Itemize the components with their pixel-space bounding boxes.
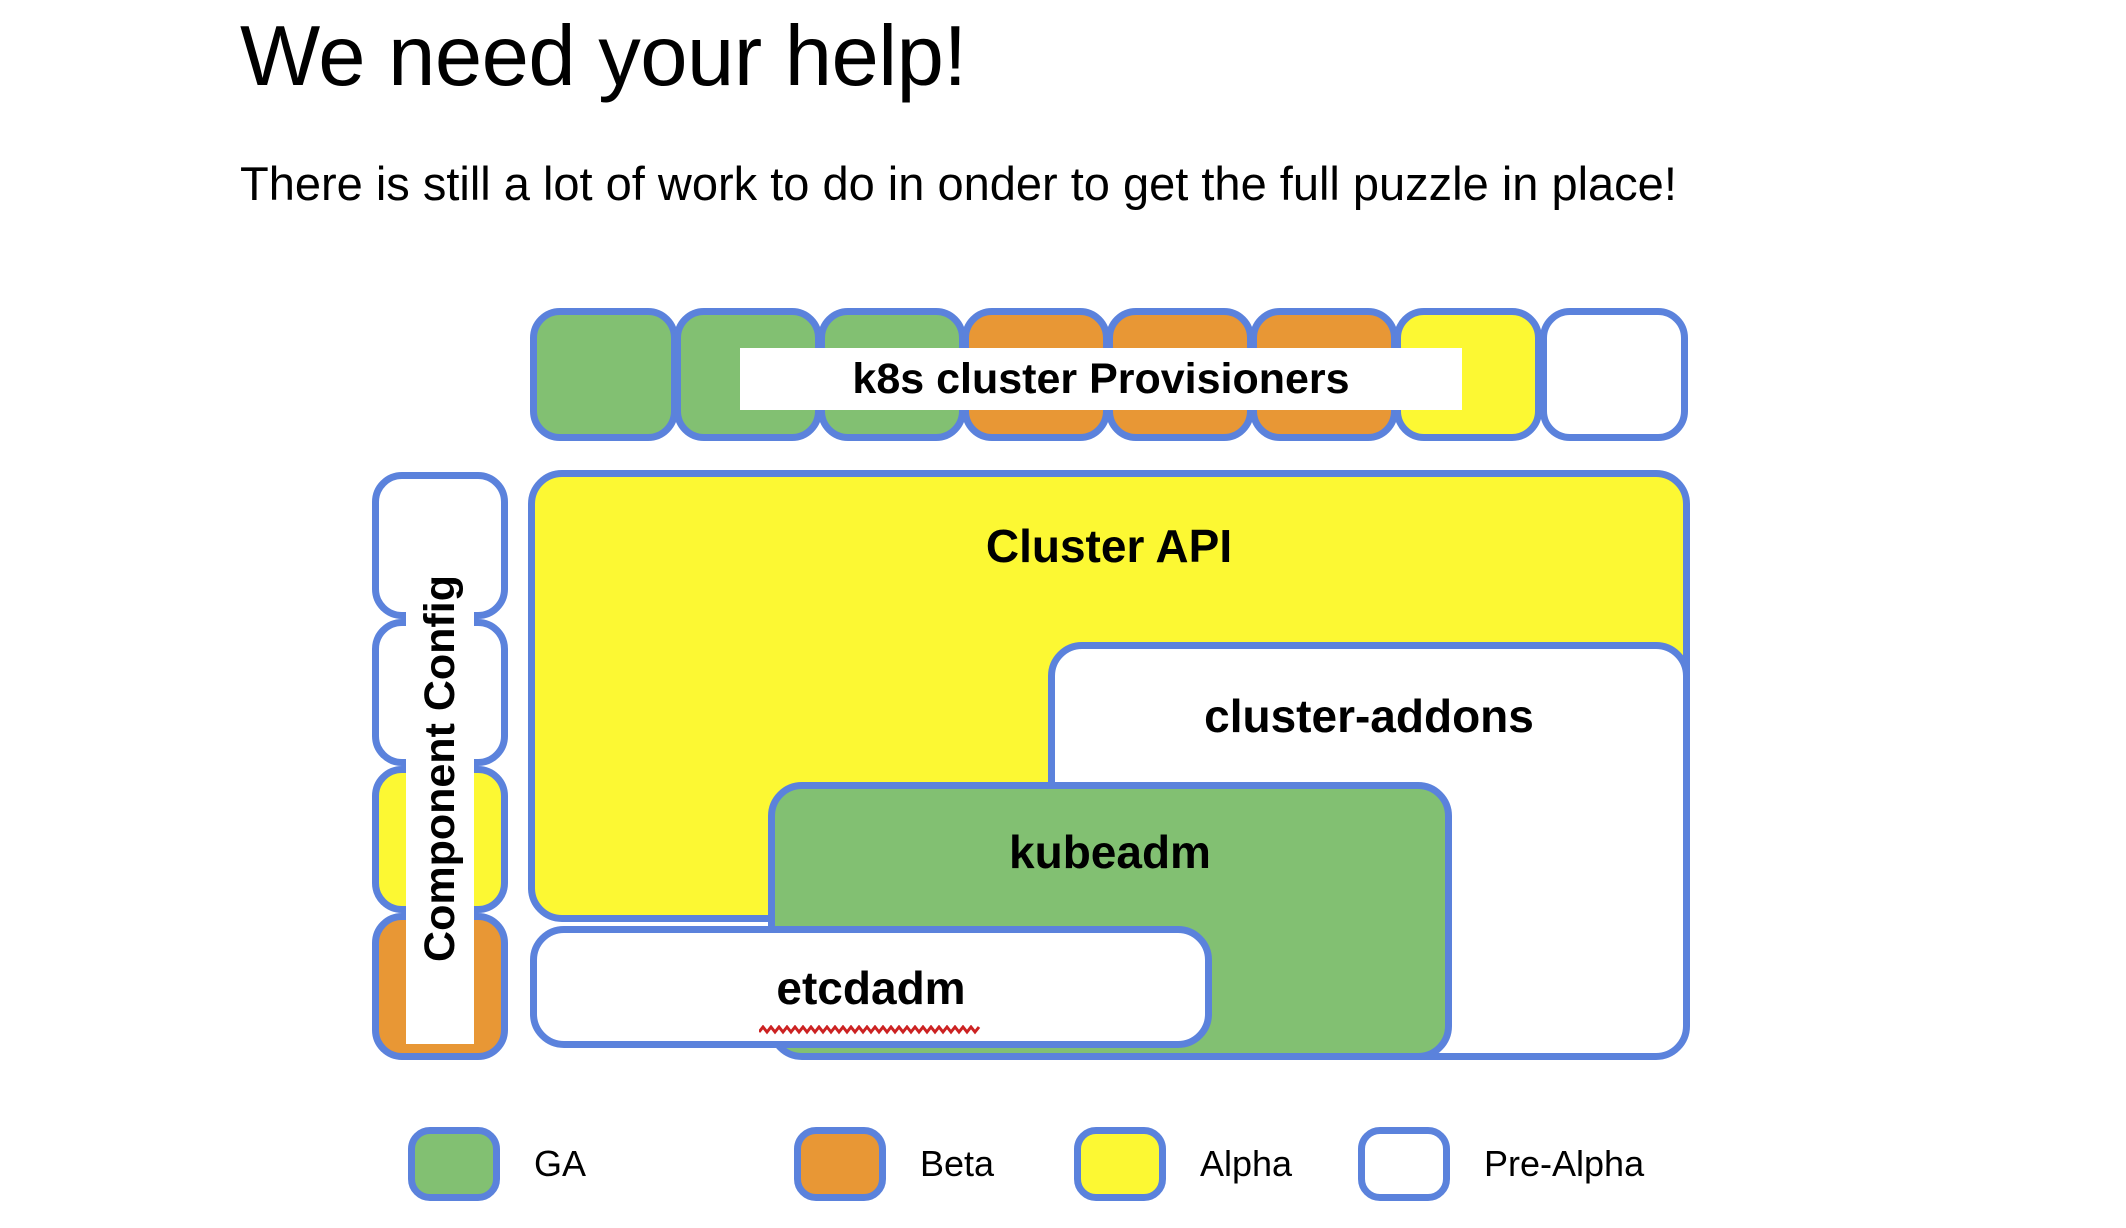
legend-swatch-beta [794,1127,886,1201]
slide-title: We need your help! [240,9,967,104]
legend-swatch-alpha [1074,1127,1166,1201]
legend-label-pre-alpha: Pre-Alpha [1484,1143,1645,1184]
legend-item-alpha: Alpha [1074,1124,1292,1204]
legend-label-ga: GA [534,1143,587,1184]
cluster-addons-label: cluster-addons [1204,690,1534,742]
legend-swatch-pre-alpha [1358,1127,1450,1201]
legend-item-pre-alpha: Pre-Alpha [1358,1124,1644,1204]
spellcheck-squiggle-icon [759,1025,981,1035]
etcdadm-label: etcdadm [776,962,966,1014]
kubeadm-label: kubeadm [1009,826,1211,878]
legend-item-beta: Beta [794,1124,994,1204]
component-config-label: Component Config [406,492,474,1044]
slide-subtitle: There is still a lot of work to do in on… [240,157,1677,210]
provisioner-box-1[interactable] [530,308,678,441]
legend-item-ga: GA [408,1124,586,1204]
etcdadm-box[interactable]: etcdadm [530,926,1212,1048]
legend-label-beta: Beta [920,1143,995,1184]
provisioner-box-8[interactable] [1540,308,1688,441]
legend-swatch-ga [408,1127,500,1201]
component-config-label-text: Component Config [415,574,464,962]
cluster-api-label: Cluster API [985,520,1233,572]
k8s-cluster-provisioners-label: k8s cluster Provisioners [740,348,1462,410]
legend-label-alpha: Alpha [1200,1143,1293,1184]
